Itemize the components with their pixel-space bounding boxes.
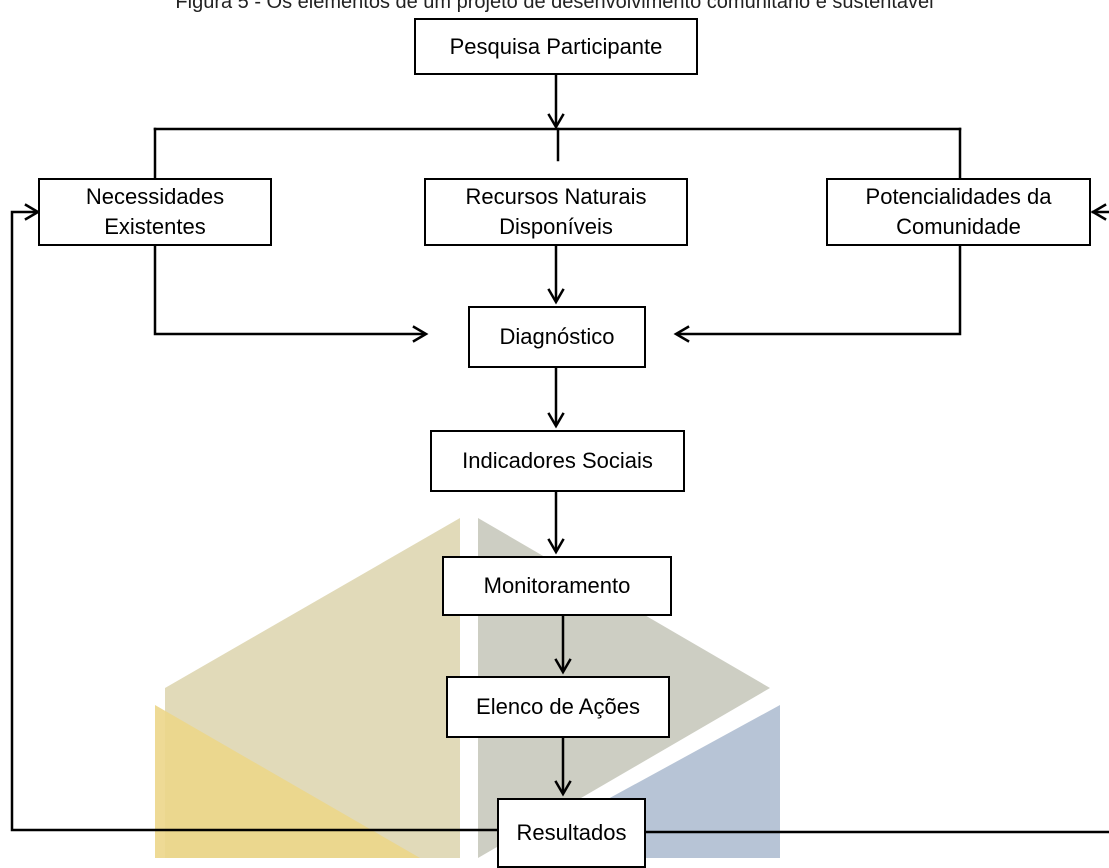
connector-feedback-left: [10, 210, 499, 832]
arrowhead-potencialidades: [673, 325, 690, 343]
node-pesquisa-participante: Pesquisa Participante: [414, 18, 698, 75]
node-recursos-label-2: Disponíveis: [499, 214, 613, 239]
arrowhead-elenco: [554, 658, 572, 675]
arrowhead-pesquisa: [547, 113, 565, 130]
node-diagnostico: Diagnóstico: [468, 306, 646, 368]
node-monitoramento: Monitoramento: [442, 556, 672, 616]
node-pesquisa-label: Pesquisa Participante: [449, 33, 663, 59]
node-resultados: Resultados: [497, 798, 646, 868]
node-necessidades-label-2: Existentes: [104, 214, 206, 239]
node-potencialidades-label-2: Comunidade: [896, 214, 1021, 239]
node-indicadores-sociais: Indicadores Sociais: [430, 430, 685, 492]
node-necessidades-label-1: Necessidades: [85, 184, 225, 209]
node-necessidades-existentes: Necessidades Existentes: [38, 178, 272, 246]
node-resultados-label: Resultados: [516, 820, 627, 845]
arrowhead-recursos: [547, 288, 565, 305]
node-potencialidades-comunidade: Potencialidades da Comunidade: [826, 178, 1091, 246]
node-recursos-label-1: Recursos Naturais: [465, 184, 647, 209]
arrowhead-resultados: [554, 780, 572, 797]
node-recursos-naturais: Recursos Naturais Disponíveis: [424, 178, 688, 246]
node-indicadores-label: Indicadores Sociais: [462, 448, 653, 473]
figure-caption: Figura 5 - Os elementos de um projeto de…: [175, 0, 934, 13]
node-monitoramento-label: Monitoramento: [483, 573, 631, 598]
node-potencialidades-label-1: Potencialidades da: [865, 184, 1052, 209]
node-elenco-de-acoes: Elenco de Ações: [446, 676, 670, 738]
watermark-yellow-facet: [155, 705, 420, 858]
arrowhead-indicadores: [547, 412, 565, 429]
node-diagnostico-label: Diagnóstico: [499, 324, 615, 349]
node-elenco-label: Elenco de Ações: [476, 694, 640, 719]
arrowhead-monitoramento: [547, 538, 565, 555]
connector-potencialidades-diagnostico: [676, 244, 962, 336]
connector-necessidades-diagnostico: [153, 244, 426, 336]
arrowhead-necessidades: [412, 325, 429, 343]
